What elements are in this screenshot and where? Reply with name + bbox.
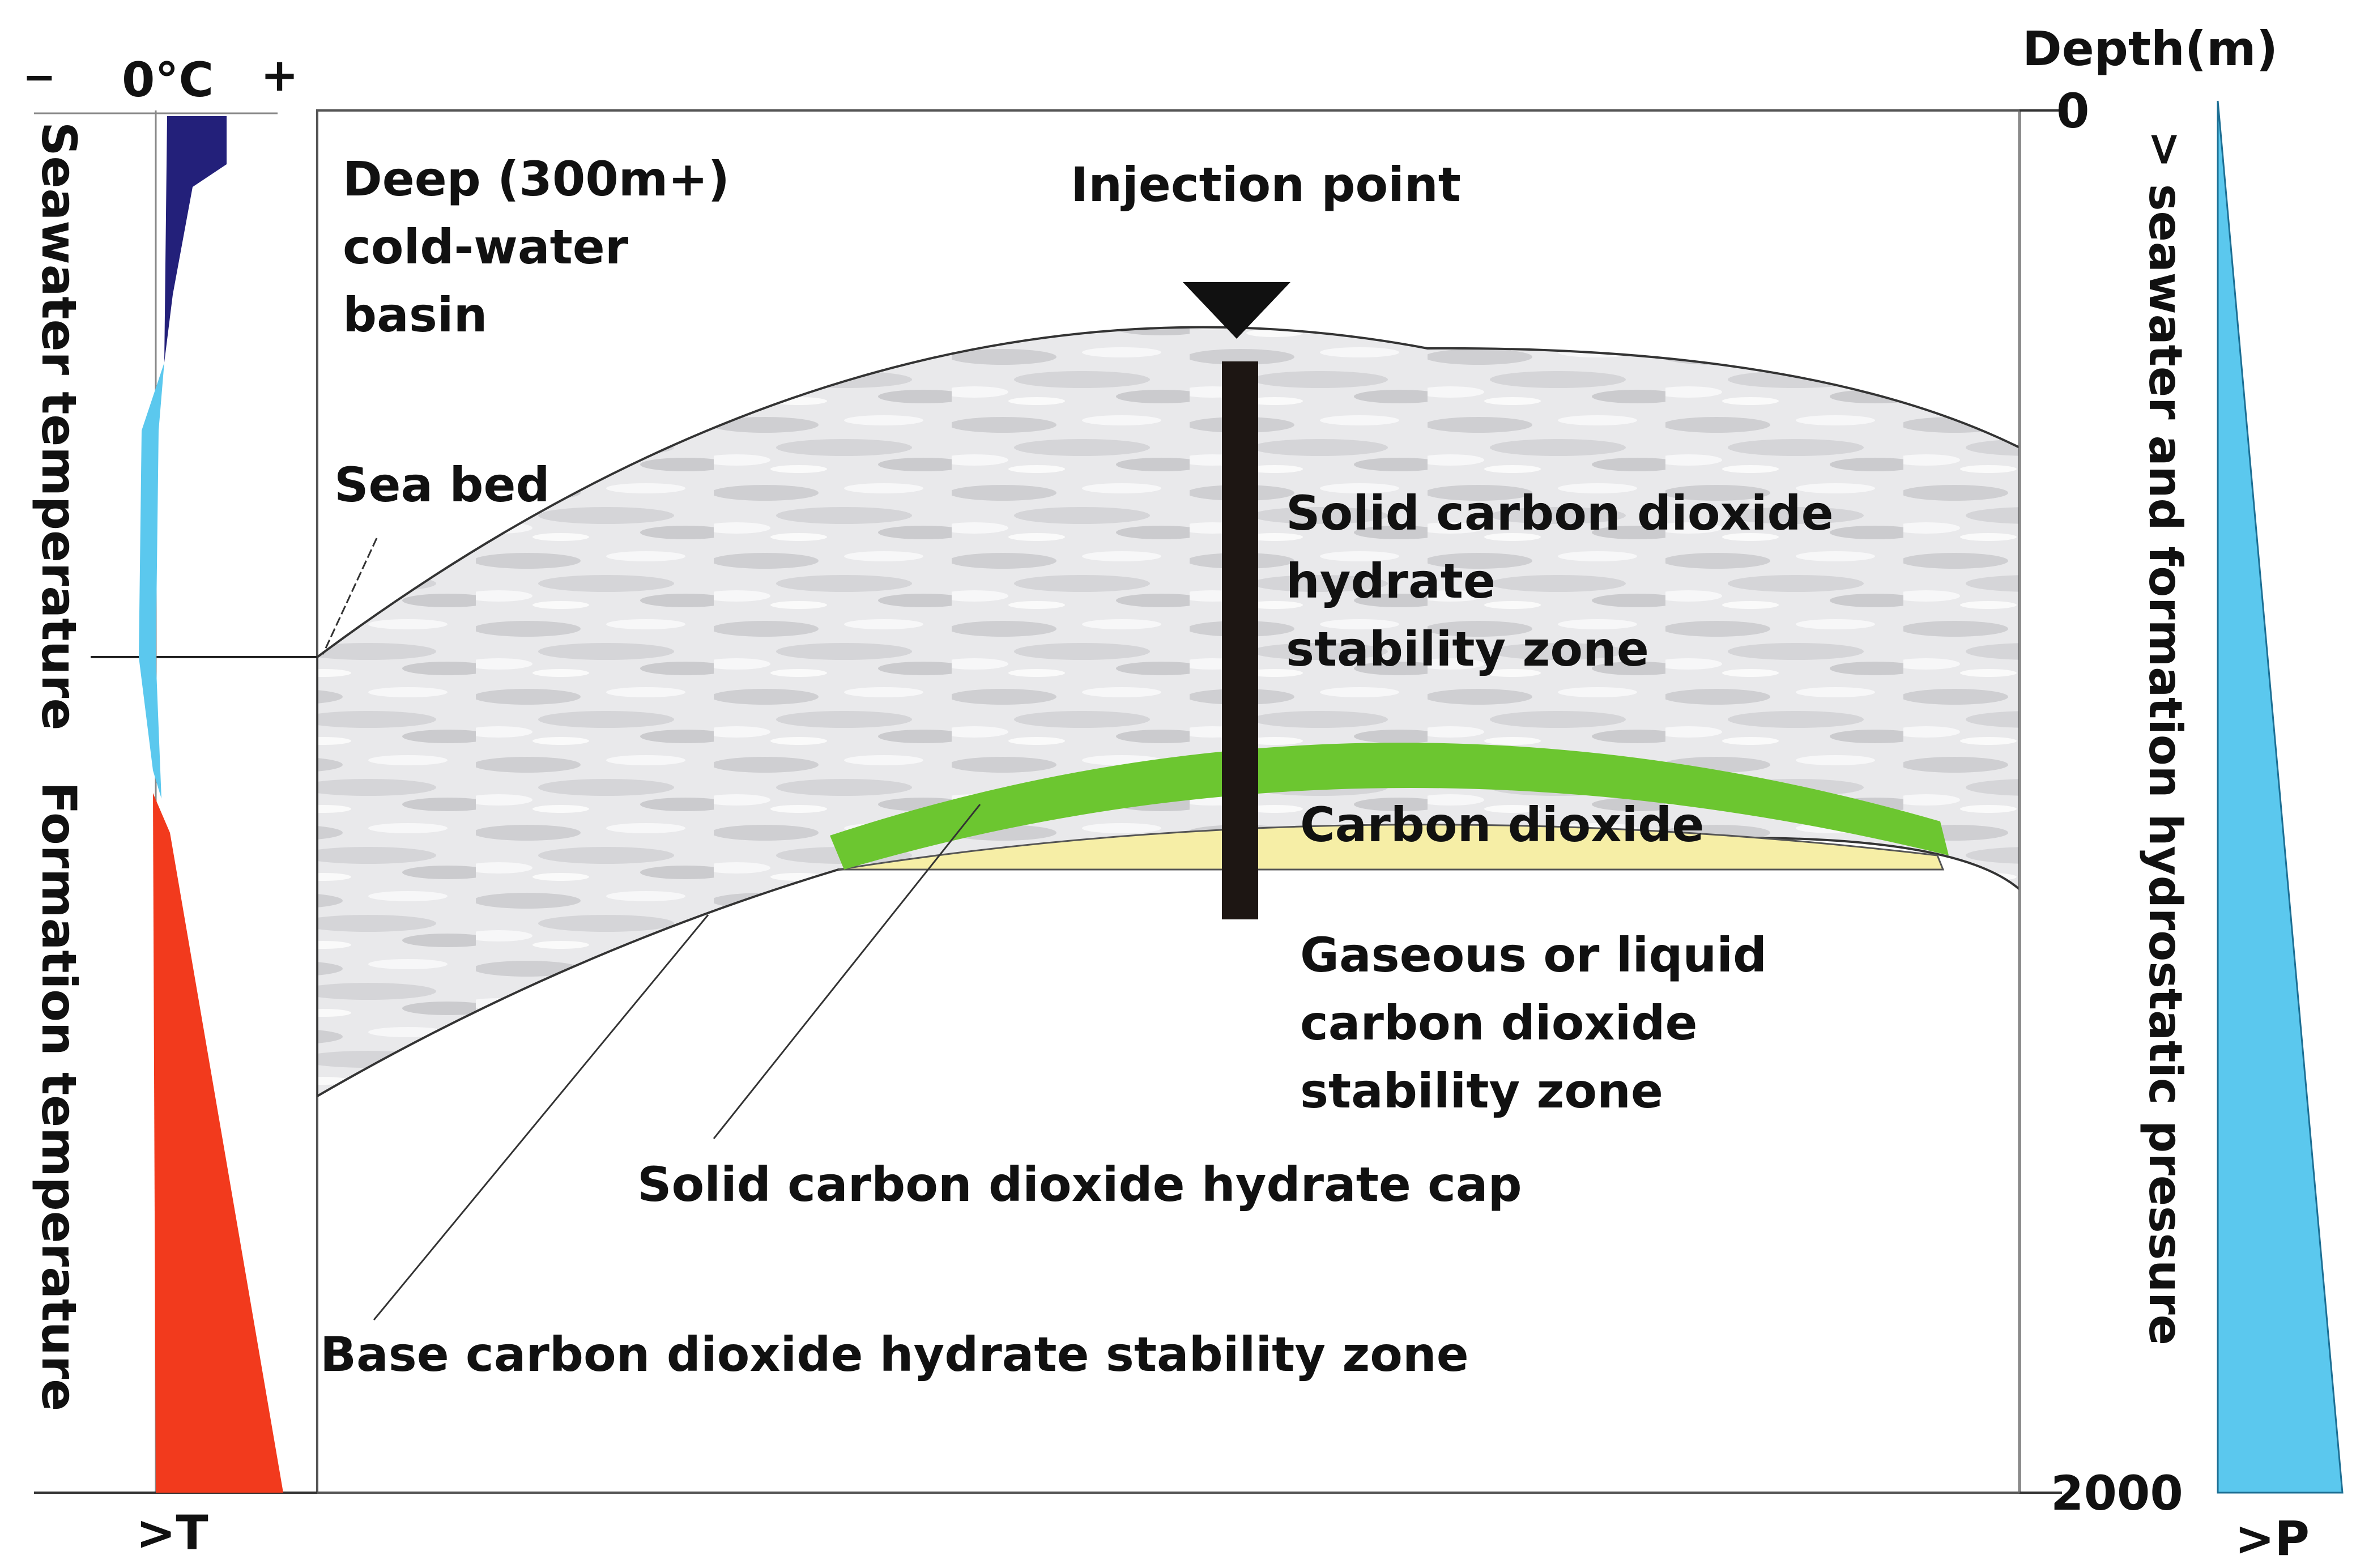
hydrate-zone-label-line2: hydrate (1286, 553, 1496, 609)
seawater-temperature-label: Seawater temperature (31, 122, 87, 730)
gas-zone-label-line3: stability zone (1300, 1063, 1663, 1119)
depth-bottom-label: 2000 (2051, 1465, 2183, 1521)
temperature-zero-label: 0°C (122, 52, 214, 108)
base-zone-label: Base carbon dioxide hydrate stability zo… (320, 1327, 1469, 1382)
basin-label-line2: cold-water (343, 219, 629, 275)
cool-water-profile (139, 363, 164, 799)
hydrate-stability-zone (317, 326, 2020, 1098)
temperature-plus-label: + (261, 49, 299, 101)
basin-label-line3: basin (343, 287, 487, 343)
pressure-label: > seawater and formation hydrostatic pre… (2139, 130, 2192, 1345)
hydrate-zone-label-line3: stability zone (1286, 621, 1649, 677)
depth-title: Depth(m) (2022, 21, 2278, 76)
sea-bed-leader (322, 538, 378, 655)
temperature-minus-label: − (23, 54, 56, 100)
formation-temperature-label: Formation temperature (31, 782, 87, 1411)
sea-bed-label: Sea bed (334, 457, 550, 513)
hydrate-zone-label-line1: Solid carbon dioxide (1286, 485, 1834, 541)
formation-heat-profile (153, 793, 283, 1493)
basin-label-line1: Deep (300m+) (343, 151, 730, 207)
co2-label: Carbon dioxide (1300, 797, 1704, 853)
injection-point-label: Injection point (1071, 157, 1461, 212)
depth-top-label: 0 (2056, 83, 2089, 139)
pressure-wedge (2217, 100, 2344, 1494)
gas-zone-label-line1: Gaseous or liquid (1300, 927, 1767, 983)
hydrate-cap-label: Solid carbon dioxide hydrate cap (637, 1157, 1522, 1212)
gas-zone-label-line2: carbon dioxide (1300, 995, 1698, 1051)
temperature-high-label: >T (136, 1505, 208, 1561)
co2-reservoir (838, 824, 1945, 871)
pressure-high-label: >P (2235, 1511, 2310, 1565)
injection-well (1222, 361, 1258, 919)
base-zone-leader (373, 914, 709, 1320)
injection-point-icon (1183, 282, 1290, 339)
cold-seawater-profile (164, 116, 227, 363)
hydrate-cap-leader (713, 804, 981, 1139)
hydrate-cap (830, 742, 1949, 870)
